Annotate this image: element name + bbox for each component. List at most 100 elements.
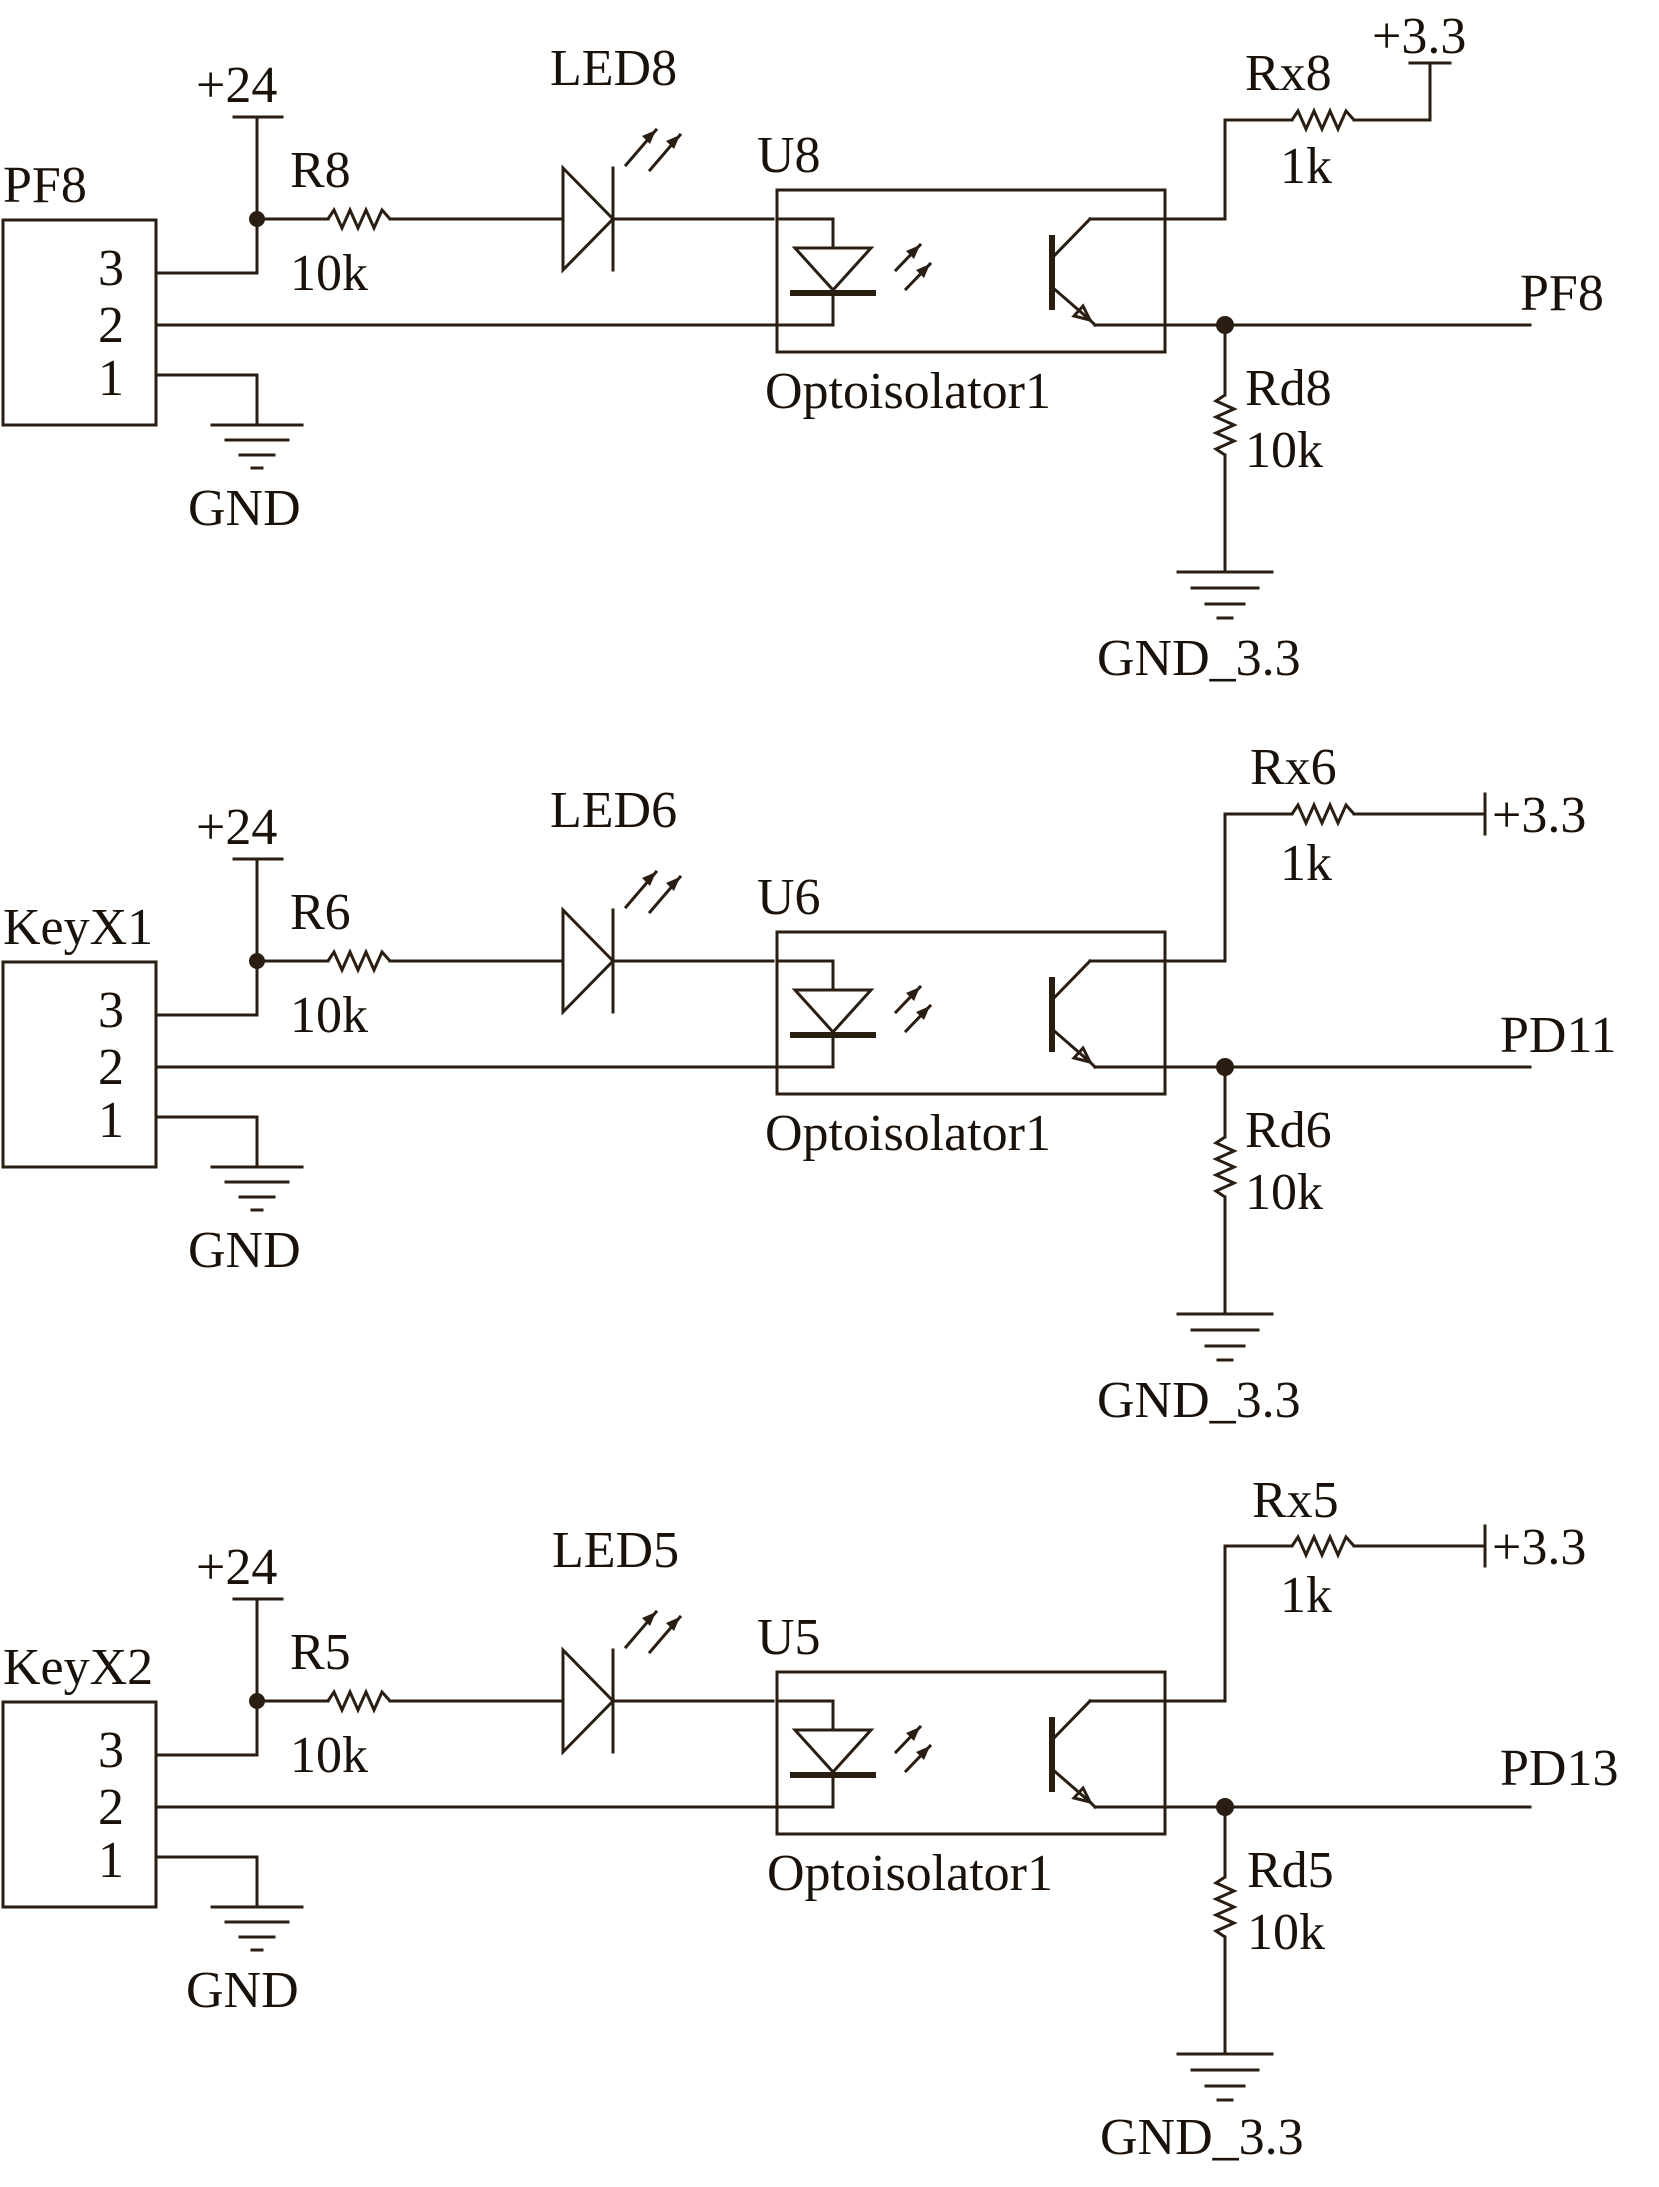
led-name: LED8 xyxy=(550,40,677,97)
pulldown-ground: GND_3.3 xyxy=(1100,2109,1304,2166)
led-symbol xyxy=(561,906,616,1016)
transistor-emitter xyxy=(1049,284,1093,323)
opto-emit-head-2 xyxy=(916,1746,930,1760)
connector-name: KeyX1 xyxy=(3,899,153,956)
ground-label: GND xyxy=(188,1222,301,1279)
pin1-wire xyxy=(154,1855,259,1909)
pulldown-value: 10k xyxy=(1247,1904,1325,1961)
pin-1-label: 1 xyxy=(98,1092,124,1149)
transistor-emitter xyxy=(1049,1026,1093,1065)
pulldown-name: Rd6 xyxy=(1245,1102,1332,1159)
led-name: LED5 xyxy=(552,1522,679,1579)
pulldown-name: Rd8 xyxy=(1245,360,1332,417)
pulldown-value: 10k xyxy=(1245,1164,1323,1221)
connector-box xyxy=(1,218,158,427)
pullup-resistor xyxy=(1290,1533,1356,1559)
supply-label: +24 xyxy=(196,799,277,856)
pullup-supply: +3.3 xyxy=(1372,8,1466,65)
pullup-value: 1k xyxy=(1280,1567,1332,1624)
led-arrowhead-2 xyxy=(666,877,680,891)
connector-name: KeyX2 xyxy=(3,1639,153,1696)
pulldown-resistor xyxy=(1212,1135,1238,1199)
led-name: LED6 xyxy=(550,782,677,839)
optocoupler-name: U6 xyxy=(757,869,821,926)
supply-label: +24 xyxy=(196,57,277,114)
led-symbol xyxy=(561,1646,616,1756)
pin1-wire xyxy=(154,373,259,427)
pullup-value: 1k xyxy=(1280,835,1332,892)
optocoupler-part: Optoisolator1 xyxy=(765,1105,1051,1162)
led-arrowhead-2 xyxy=(666,1617,680,1631)
pullup-value: 1k xyxy=(1280,138,1332,195)
opto-emit-head-1 xyxy=(906,1727,920,1741)
transistor-collector xyxy=(1049,958,1093,1003)
resistor-name: R6 xyxy=(290,884,351,941)
opto-diode xyxy=(791,1728,875,1775)
optocoupler-part: Optoisolator1 xyxy=(767,1845,1053,1902)
pin1-wire xyxy=(154,1115,259,1169)
output-label: PD13 xyxy=(1500,1740,1618,1797)
pin-2-label: 2 xyxy=(98,1779,124,1836)
pin-3-label: 3 xyxy=(98,1722,124,1779)
opto-diode xyxy=(791,988,875,1035)
opto-emit-head-1 xyxy=(906,987,920,1001)
pulldown-resistor xyxy=(1212,1875,1238,1939)
pullup-resistor xyxy=(1290,107,1356,133)
opto-emit-head-2 xyxy=(916,264,930,278)
optocoupler-name: U8 xyxy=(757,127,821,184)
pullup-supply: +3.3 xyxy=(1492,1519,1586,1576)
led-arrowhead-2 xyxy=(666,135,680,149)
ground-label: GND xyxy=(188,480,301,537)
transistor-emitter xyxy=(1049,1766,1093,1805)
circuit-3: KeyX2 3 2 1 +24 R5 10k LED5 GND U5 Optoi… xyxy=(1,1472,1618,2166)
connector-box xyxy=(1,960,158,1169)
led-arrowhead-1 xyxy=(642,130,656,144)
led-symbol xyxy=(561,164,616,274)
pullup-wire xyxy=(1223,1544,1294,1703)
resistor-value: 10k xyxy=(290,1727,368,1784)
transistor-arrow xyxy=(1071,1785,1093,1805)
optocoupler-box xyxy=(775,188,1167,354)
pullup-name: Rx8 xyxy=(1245,45,1332,102)
opto-diode xyxy=(791,246,875,293)
connector-box xyxy=(1,1700,158,1909)
led-arrowhead-1 xyxy=(642,1612,656,1626)
resistor-symbol xyxy=(326,1688,392,1714)
connector-name: PF8 xyxy=(3,157,87,214)
pin-2-label: 2 xyxy=(98,297,124,354)
led-arrowhead-1 xyxy=(642,872,656,886)
resistor-name: R8 xyxy=(290,142,351,199)
pulldown-resistor xyxy=(1212,393,1238,457)
resistor-value: 10k xyxy=(290,987,368,1044)
pin-3-label: 3 xyxy=(98,982,124,1039)
resistor-value: 10k xyxy=(290,245,368,302)
pulldown-name: Rd5 xyxy=(1247,1842,1334,1899)
pullup-name: Rx5 xyxy=(1252,1472,1339,1529)
pullup-resistor xyxy=(1290,801,1356,827)
pulldown-value: 10k xyxy=(1245,422,1323,479)
opto-emit-head-1 xyxy=(906,245,920,259)
resistor-symbol xyxy=(326,206,392,232)
resistor-name: R5 xyxy=(290,1624,351,1681)
pullup-wire xyxy=(1223,118,1294,221)
transistor-arrow xyxy=(1071,1045,1093,1065)
resistor-symbol xyxy=(326,948,392,974)
output-label: PF8 xyxy=(1520,265,1604,322)
output-label: PD11 xyxy=(1500,1007,1617,1064)
supply-label: +24 xyxy=(196,1539,277,1596)
ground-label: GND xyxy=(186,1962,299,2019)
pullup-name: Rx6 xyxy=(1250,739,1337,796)
pin-2-label: 2 xyxy=(98,1039,124,1096)
pulldown-ground: GND_3.3 xyxy=(1097,630,1301,687)
optocoupler-name: U5 xyxy=(757,1609,821,1666)
transistor-arrow xyxy=(1071,303,1093,323)
pin-1-label: 1 xyxy=(98,1832,124,1889)
circuit-2: KeyX1 3 2 1 +24 R6 10k LED6 GND U6 Optoi… xyxy=(1,739,1617,1429)
pullup-to-supply xyxy=(1352,61,1432,122)
pulldown-ground: GND_3.3 xyxy=(1097,1372,1301,1429)
pullup-supply: +3.3 xyxy=(1492,787,1586,844)
pullup-wire xyxy=(1223,812,1294,963)
optocoupler-box xyxy=(775,930,1167,1096)
transistor-collector xyxy=(1049,1698,1093,1743)
